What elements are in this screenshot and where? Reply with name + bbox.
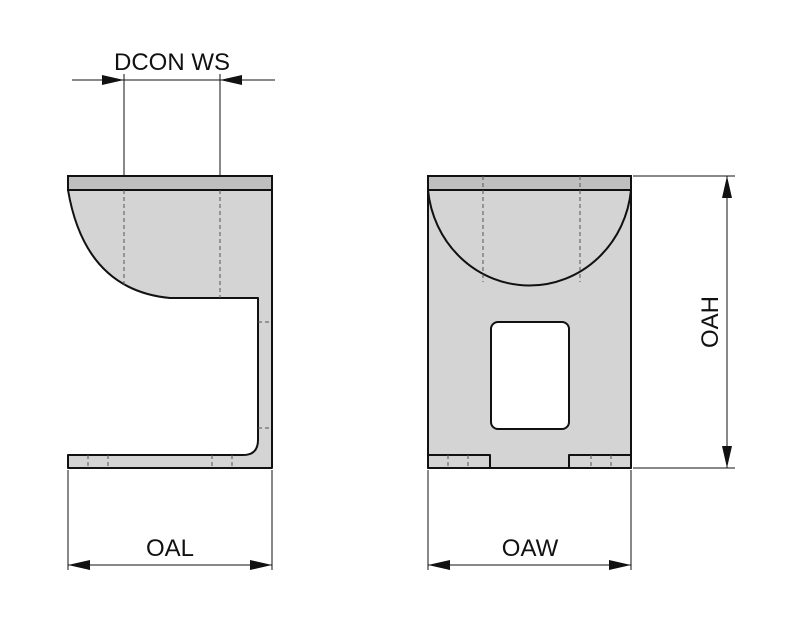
- oal-arrow-right: [250, 560, 272, 570]
- oal-label: OAL: [146, 535, 194, 562]
- front-view-foot-left: [427, 454, 491, 469]
- oal-dimension: OAL: [67, 470, 273, 570]
- side-view-top-plate: [67, 175, 273, 191]
- oaw-label: OAW: [502, 535, 559, 562]
- oah-label: OAH: [697, 296, 724, 348]
- front-view-foot-right: [568, 454, 632, 469]
- oaw-arrow-left: [428, 560, 450, 570]
- oah-dimension: OAH: [633, 175, 735, 469]
- dcon-ws-dimension: DCON WS: [72, 49, 275, 176]
- front-view-window: [490, 321, 570, 430]
- oaw-dimension: OAW: [427, 470, 632, 570]
- oah-arrow-top: [722, 176, 732, 198]
- oah-arrow-bottom: [722, 446, 732, 468]
- side-view-body: [67, 189, 273, 469]
- dcon-arrow-right: [220, 75, 242, 85]
- dcon-ws-label: DCON WS: [114, 49, 230, 76]
- oal-arrow-left: [68, 560, 90, 570]
- oaw-arrow-right: [609, 560, 631, 570]
- side-view: [67, 175, 273, 469]
- front-view: [427, 175, 632, 469]
- dcon-arrow-left: [102, 75, 124, 85]
- front-view-top-plate: [427, 175, 632, 191]
